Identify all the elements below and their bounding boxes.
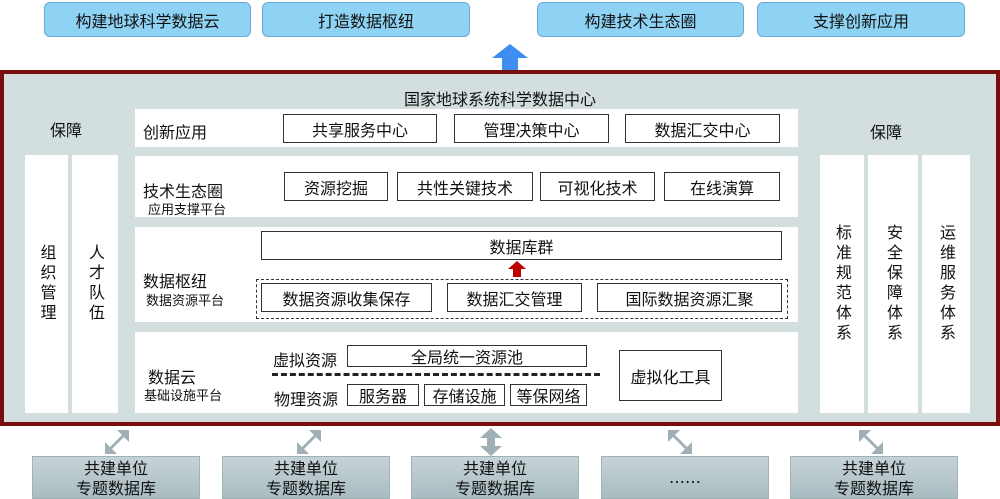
hub-item: 国际数据资源汇聚 (597, 283, 782, 312)
tech-item: 共性关键技术 (397, 172, 533, 201)
bidirectional-arrow-icon (105, 430, 129, 454)
bidirectional-arrow-icon (297, 430, 321, 454)
unit-database: 共建单位专题数据库 (32, 456, 200, 499)
cloud-title: 数据云 (148, 368, 197, 387)
unit-db-label: 专题数据库 (265, 479, 346, 498)
virtual-resource-label: 虚拟资源 (273, 351, 338, 370)
virtualization-tool: 虚拟化工具 (619, 350, 722, 401)
unit-database: 共建单位专题数据库 (790, 456, 958, 499)
unit-label: 共建单位 (462, 459, 527, 478)
data-submission-center: 数据汇交中心 (625, 114, 780, 143)
bidirectional-arrow-icon (480, 428, 502, 456)
unit-db-label: 专题数据库 (75, 479, 156, 498)
physical-item: 等保网络 (510, 384, 587, 406)
unit-database-more: …… (601, 456, 769, 499)
tech-title: 技术生态圈 (143, 182, 224, 201)
divider (272, 373, 600, 376)
tech-item: 在线演算 (664, 172, 780, 201)
standards-column: 标准规范体系 (820, 155, 864, 413)
operations-column: 运维服务体系 (922, 155, 970, 413)
goal-data-cloud: 构建地球科学数据云 (44, 2, 251, 37)
left-guarantee-title: 保障 (50, 121, 83, 140)
hub-title: 数据枢纽 (143, 272, 208, 291)
up-arrow-icon (492, 44, 528, 72)
bidirectional-arrow-icon (859, 430, 883, 454)
tech-item: 可视化技术 (540, 172, 655, 201)
ellipsis-label: …… (669, 468, 701, 487)
hub-item: 数据资源收集保存 (261, 283, 432, 312)
physical-item: 存储设施 (424, 384, 505, 406)
physical-item: 服务器 (347, 384, 419, 406)
unit-db-label: 专题数据库 (454, 479, 535, 498)
unit-database: 共建单位专题数据库 (222, 456, 390, 499)
goal-tech-ecosystem: 构建技术生态圈 (537, 2, 744, 37)
hub-subtitle: 数据资源平台 (146, 294, 225, 309)
center-title: 国家地球系统科学数据中心 (403, 90, 596, 109)
right-guarantee-title: 保障 (870, 123, 903, 142)
unit-label: 共建单位 (83, 459, 148, 478)
talent-column: 人才队伍 (72, 155, 118, 413)
tech-subtitle: 应用支撑平台 (148, 203, 227, 218)
unit-label: 共建单位 (273, 459, 338, 478)
physical-resource-label: 物理资源 (274, 390, 339, 409)
unit-label: 共建单位 (841, 459, 906, 478)
sharing-service-center: 共享服务中心 (283, 114, 437, 143)
decision-center: 管理决策中心 (454, 114, 609, 143)
security-column: 安全保障体系 (868, 155, 918, 413)
unit-db-label: 专题数据库 (833, 479, 914, 498)
goal-data-hub: 打造数据枢纽 (262, 2, 470, 37)
bidirectional-arrow-icon (668, 430, 692, 454)
database-cluster: 数据库群 (261, 231, 782, 260)
innovation-title: 创新应用 (143, 123, 208, 142)
hub-item: 数据汇交管理 (447, 283, 582, 312)
goal-innovation: 支撑创新应用 (757, 2, 965, 37)
cloud-subtitle: 基础设施平台 (144, 389, 223, 404)
unit-database: 共建单位专题数据库 (411, 456, 579, 499)
hub-dashed-group (256, 279, 788, 319)
red-up-arrow-icon (508, 261, 526, 277)
tech-item: 资源挖掘 (284, 172, 388, 201)
resource-pool: 全局统一资源池 (347, 345, 587, 367)
org-management-column: 组织管理 (25, 155, 68, 413)
